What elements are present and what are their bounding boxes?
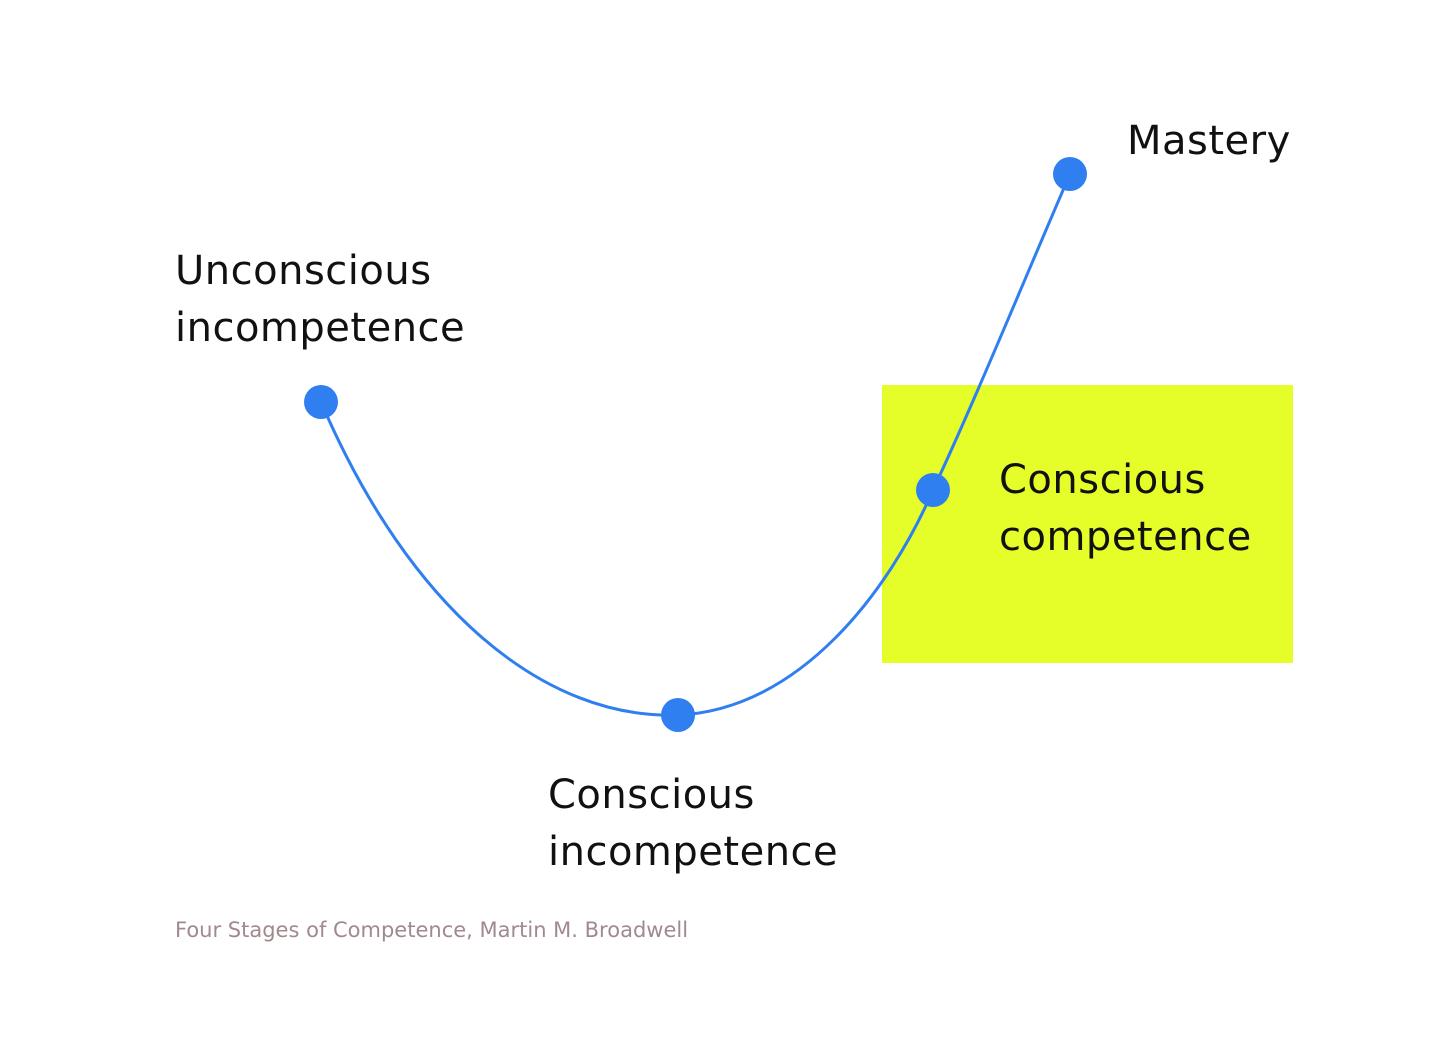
label-line: Mastery (1127, 118, 1291, 164)
label-conscious-competence: Conscious competence (999, 452, 1252, 566)
label-line: Conscious (999, 457, 1206, 503)
label-mastery: Mastery (1127, 113, 1291, 170)
label-line: incompetence (548, 829, 839, 875)
label-line: competence (999, 514, 1252, 560)
stage-dot-conscious-incompetence (661, 698, 695, 732)
stage-dot-mastery (1053, 157, 1087, 191)
label-line: incompetence (175, 305, 466, 351)
label-line: Conscious (548, 772, 755, 818)
conscious-competence-highlight-box (882, 385, 1293, 663)
competence-curve (319, 172, 1072, 717)
source-caption: Four Stages of Competence, Martin M. Bro… (175, 918, 689, 942)
stage-dot-conscious-competence (916, 473, 950, 507)
stage-dot-unconscious-incompetence (304, 385, 338, 419)
label-conscious-incompetence: Conscious incompetence (548, 767, 838, 881)
label-line: Unconscious (175, 248, 432, 294)
label-unconscious-incompetence: Unconscious incompetence (175, 243, 465, 357)
